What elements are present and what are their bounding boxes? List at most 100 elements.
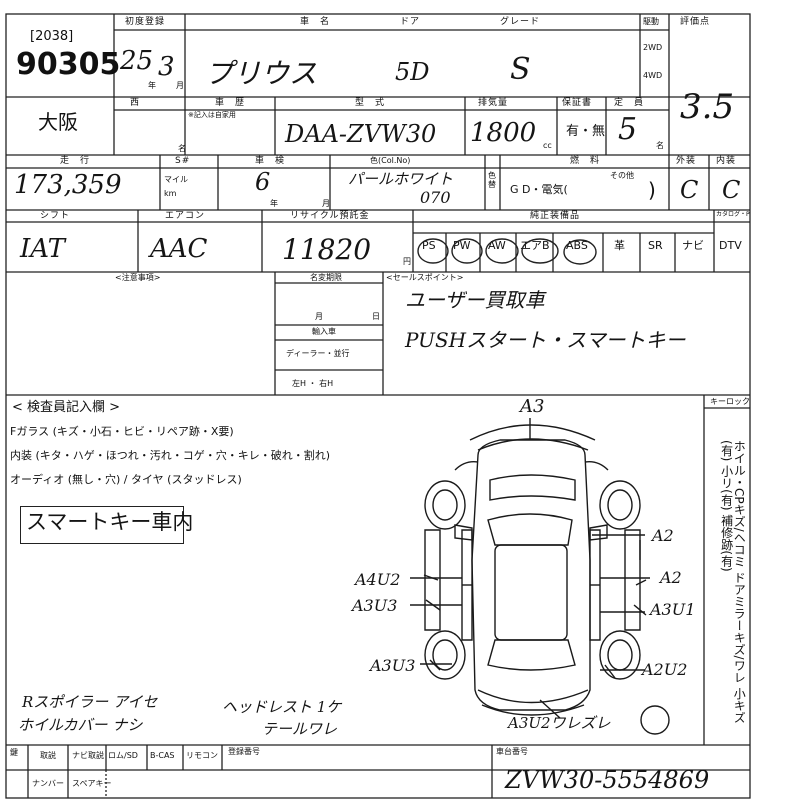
steering-label: 左H ・ 右H xyxy=(292,379,334,388)
recycle-fee: 11820 xyxy=(282,233,372,266)
name-change-day: 日 xyxy=(372,312,380,321)
name-change-month: 月 xyxy=(315,312,323,321)
aircon-header: エアコン xyxy=(165,211,206,221)
equip-sr: SR xyxy=(648,239,663,252)
region: 大阪 xyxy=(38,110,78,134)
smart-key-note: スマートキー車内 xyxy=(26,510,194,534)
fuel-close: ) xyxy=(648,178,656,202)
displacement-header: 排気量 xyxy=(478,98,509,108)
drive-header: 駆動 xyxy=(643,17,659,26)
history-header: 車 歴 xyxy=(215,98,246,108)
spare-key-label: スペアキー xyxy=(72,779,112,788)
reg-no-label: 登録番号 xyxy=(228,747,260,756)
door-header: ドア xyxy=(400,17,421,27)
mile-label: マイル xyxy=(164,175,188,184)
attention-label: <注意事項> xyxy=(115,273,161,282)
recycle-header: リサイクル預託金 xyxy=(290,211,370,221)
score: 3.5 xyxy=(680,87,735,127)
grade-header: グレード xyxy=(500,17,541,27)
interior-line: 内装 (キタ・ハゲ・ほつれ・汚れ・コゲ・穴・キレ・破れ・割れ) xyxy=(10,449,331,462)
damage-right-upper: A2 xyxy=(652,526,674,545)
damage-right-lower: A3U1 xyxy=(650,600,696,619)
damage-left-mid: A3U3 xyxy=(352,596,398,615)
vertical-damage-notes: ホイル・CPキズ/ヘコミ ドアミラーキズ/ワレ 小キズ(有) 小リ(有) 補修跡… xyxy=(719,440,747,724)
name-change-label: 名変期限 xyxy=(310,273,342,282)
car-name-header: 車 名 xyxy=(300,17,331,27)
bottom-note-4: テールワレ xyxy=(262,720,338,738)
exterior-grade: C xyxy=(680,176,699,204)
fuel-header: 燃 料 xyxy=(570,156,601,166)
capacity-header: 定 員 xyxy=(614,98,645,108)
interior-grade: C xyxy=(722,176,741,204)
equip-aw: AW xyxy=(488,239,506,252)
drive-2wd: 2WD xyxy=(643,43,663,52)
damage-rear-right: A2U2 xyxy=(642,660,688,679)
audio-line: オーディオ (無し・穴) / タイヤ (スタッドレス) xyxy=(10,473,242,486)
inspection-value: 6 xyxy=(255,168,271,196)
warranty-options: 有・無 xyxy=(566,124,606,139)
equip-airbag: エアB xyxy=(520,239,550,252)
type-header: 型 式 xyxy=(355,98,386,108)
first-reg-year: 25 xyxy=(120,46,154,76)
damage-right-mid: A2 xyxy=(660,568,682,587)
rom-sd-label: ロム/SD xyxy=(108,751,138,760)
interior-header: 内装 xyxy=(716,156,737,166)
door-count: 5D xyxy=(395,58,430,86)
equip-pw: PW xyxy=(453,239,471,252)
model-type: DAA-ZVW30 xyxy=(285,120,437,148)
catalog-header: カタログ・P xyxy=(716,211,750,218)
west-header: 西 xyxy=(130,98,141,108)
drive-4wd: 4WD xyxy=(643,71,663,80)
equip-abs: ABS xyxy=(566,239,588,252)
navi-manual-label: ナビ取説 xyxy=(72,751,104,760)
inspection-header: 車 検 xyxy=(255,156,286,166)
equipment-header: 純正装備品 xyxy=(530,211,581,221)
damage-left-lower: A3U3 xyxy=(370,656,416,675)
first-reg-month: 3 xyxy=(158,52,175,82)
color-change-note: 色替 xyxy=(488,171,496,189)
bottom-note-1: Rスポイラー アイセ xyxy=(22,693,158,711)
score-header: 評価点 xyxy=(680,17,711,27)
mileage-header: 走 行 xyxy=(60,156,91,166)
equip-dtv: DTV xyxy=(719,239,742,252)
cc-unit: cc xyxy=(543,141,552,150)
equip-ps: PS xyxy=(422,239,436,252)
smart-key-box xyxy=(20,506,184,544)
import-label: 輸入車 xyxy=(312,327,336,336)
fuel-options: G D・電気( xyxy=(510,183,568,196)
number-label: ナンバー xyxy=(32,779,64,788)
glass-line: Fガラス (キズ・小石・ヒビ・リペア跡・X要) xyxy=(10,425,234,438)
inspection-title: < 検査員記入欄 > xyxy=(12,400,121,415)
yen-unit: 円 xyxy=(403,257,411,266)
smeter-header: S# xyxy=(175,156,191,166)
exterior-header: 外装 xyxy=(676,156,697,166)
grade: S xyxy=(510,52,531,87)
damage-left-upper: A4U2 xyxy=(355,570,401,589)
dealer-label: ディーラー・並行 xyxy=(286,349,350,358)
displacement: 1800 xyxy=(470,118,537,148)
first-reg-header: 初度登録 xyxy=(125,17,166,27)
prev-use-note: ※記入は自家用 xyxy=(188,111,236,119)
sales-point-1: ユーザー買取車 xyxy=(405,288,545,312)
capacity-unit: 名 xyxy=(656,141,664,150)
month-unit: 月 xyxy=(176,81,184,90)
lot-number: 90305 xyxy=(16,47,121,82)
key-label: 鍵 xyxy=(10,748,18,757)
color-code: 070 xyxy=(420,188,451,207)
year-unit: 年 xyxy=(148,81,156,90)
capacity: 5 xyxy=(618,112,638,147)
remote-label: リモコン xyxy=(186,751,218,760)
inspection-year: 年 xyxy=(270,199,278,208)
warranty-header: 保証書 xyxy=(562,98,593,108)
sales-point-label: <セールスポイント> xyxy=(386,273,464,282)
color-header: 色(Col.No) xyxy=(370,156,411,165)
bcas-label: B-CAS xyxy=(150,751,175,760)
shift: IAT xyxy=(20,234,65,264)
fuel-other: その他 xyxy=(610,171,634,180)
manual-label: 取説 xyxy=(40,751,56,760)
damage-rear: A3U2ワレズレ xyxy=(508,714,611,732)
